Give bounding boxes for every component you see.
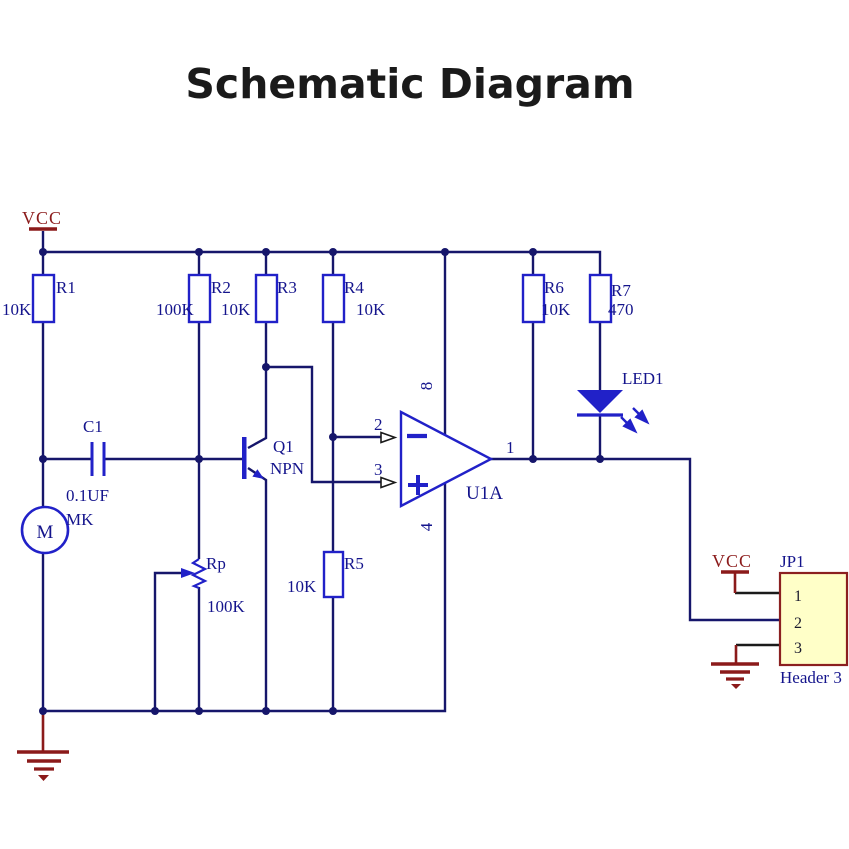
wire-q1-emitter [247,467,268,711]
page-title: Schematic Diagram [185,60,635,108]
led1-arrow2-head [634,409,650,425]
wire-top-rail [43,250,602,275]
motor-value: MK [66,510,94,529]
r3-designator: R3 [277,278,297,297]
r5-designator: R5 [344,554,364,573]
led1-designator: LED1 [622,369,664,388]
wire-rp-wiper [153,571,181,711]
c1-designator: C1 [83,417,103,436]
r5-value: 10K [287,577,317,596]
r1-designator: R1 [56,278,76,297]
vcc-header-label: VCC [712,551,752,571]
junction-dots [39,248,604,715]
junction-dot [39,455,47,463]
junction-dot [195,707,203,715]
jp1-pin2-number: 2 [794,615,802,632]
r6-value: 10K [541,300,571,319]
junction-dot [441,248,449,256]
q1-type: NPN [270,459,304,478]
vcc-main-label: VCC [22,208,62,228]
u1a-pin3-number: 3 [374,460,383,479]
jp1-designator: JP1 [780,552,805,571]
resistor-r1-body [31,273,56,324]
header-jp1-body [778,571,849,667]
junction-dot [262,363,270,371]
junction-dot [262,248,270,256]
junction-dot [529,455,537,463]
potentiometer-rp-icon [190,558,208,590]
pin3-arrow-icon [380,476,398,489]
junction-dot [195,248,203,256]
capacitor-c1-icon [90,442,106,476]
u1a-pin1-number: 1 [506,438,515,457]
r2-value: 100K [156,300,195,319]
rp-designator: Rp [206,554,226,573]
r7-designator: R7 [611,281,631,300]
resistor-r5-body [322,550,345,599]
u1a-designator: U1A [466,483,503,504]
transistor-q1-base-bar [242,437,247,479]
resistor-group [31,273,613,599]
resistor-r6-body [521,273,546,324]
u1a-pin8-number: 8 [417,382,436,391]
q1-designator: Q1 [273,437,294,456]
wire-group [41,231,779,713]
r4-designator: R4 [344,278,364,297]
u1a-pin4-number: 4 [417,522,436,531]
junction-dot [529,248,537,256]
jp1-type-label: Header 3 [780,668,842,687]
resistor-r2-body [187,273,212,324]
jp1-pin1-number: 1 [794,588,802,605]
junction-dot [151,707,159,715]
resistor-r3-body [254,273,279,324]
led1-light-arrows-icon [620,407,650,434]
pin2-arrow-icon [380,431,398,444]
rp-wiper-arrow-icon [181,568,195,578]
r3-value: 10K [221,300,251,319]
rp-value: 100K [207,597,246,616]
junction-dot [329,433,337,441]
junction-dot [329,248,337,256]
junction-dot [329,707,337,715]
wire-output [490,457,779,622]
r7-value: 470 [608,300,634,319]
r4-value: 10K [356,300,386,319]
c1-value: 0.1UF [66,486,109,505]
wire-q1-collector [247,367,268,450]
ground1-tip-icon [38,775,49,781]
r2-designator: R2 [211,278,231,297]
resistor-r7-body [588,273,613,324]
power-symbol-group [17,227,759,771]
junction-dot [39,707,47,715]
r6-designator: R6 [544,278,564,297]
r1-value: 10K [2,300,32,319]
motor-body-icon [20,505,70,555]
junction-dot [596,455,604,463]
ground2-tip-icon [731,684,741,689]
junction-dot [195,455,203,463]
opamp-plus-icon [408,475,428,495]
u1a-pin2-number: 2 [374,415,383,434]
motor-designator: M [37,522,54,543]
junction-dot [39,248,47,256]
resistor-r4-body [321,273,346,324]
header-stub-group [735,591,780,647]
led1-arrow1-head [622,418,638,434]
wire-bottom-rail [43,482,447,713]
wire-to-pin3 [266,365,382,484]
led1-diode-icon [577,390,623,413]
junction-dot [262,707,270,715]
q1-emitter-arrow-icon [252,469,264,479]
jp1-pin3-number: 3 [794,640,802,657]
